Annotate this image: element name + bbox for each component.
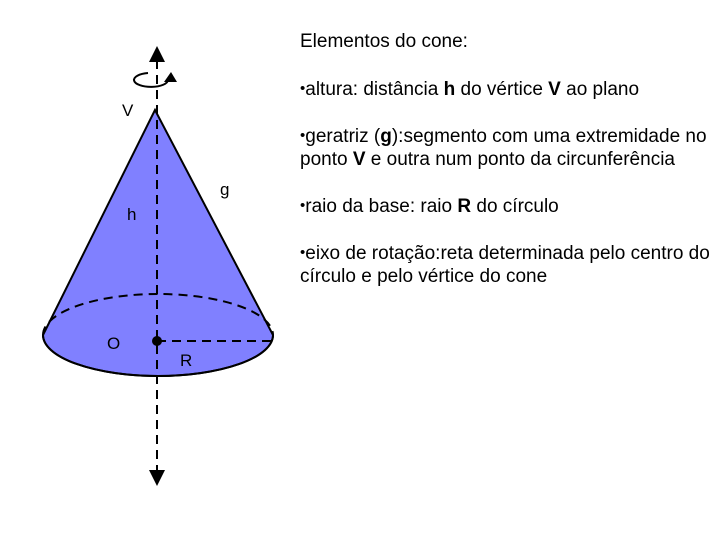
axis-arrow-down-icon xyxy=(149,470,165,486)
axis-arrow-up-icon xyxy=(149,46,165,62)
bullet-marker: • xyxy=(300,197,306,214)
bullet-geratriz: •geratriz (g):segmento com uma extremida… xyxy=(300,126,707,170)
bullet-eixo: •eixo de rotação:reta determinada pelo c… xyxy=(300,243,710,287)
bullet-marker: • xyxy=(300,80,306,97)
label-center: O xyxy=(107,334,120,353)
label-generatrix: g xyxy=(220,180,229,199)
label-height: h xyxy=(127,205,136,224)
bullet-marker: • xyxy=(300,244,306,261)
base-ellipse-back xyxy=(42,293,274,336)
heading: Elementos do cone: xyxy=(300,31,468,52)
cone-diagram: V h g O R xyxy=(41,46,275,486)
label-radius: R xyxy=(180,351,192,370)
bullet-raio: •raio da base: raio R do círculo xyxy=(300,196,559,217)
rotation-arrow-icon xyxy=(133,72,177,88)
bullet-altura: •altura: distância h do vértice V ao pla… xyxy=(300,79,640,100)
center-point xyxy=(152,336,162,346)
label-vertex: V xyxy=(122,101,134,120)
bullet-marker: • xyxy=(300,127,306,144)
text-panel: Elementos do cone: •altura: distância h … xyxy=(300,30,720,311)
